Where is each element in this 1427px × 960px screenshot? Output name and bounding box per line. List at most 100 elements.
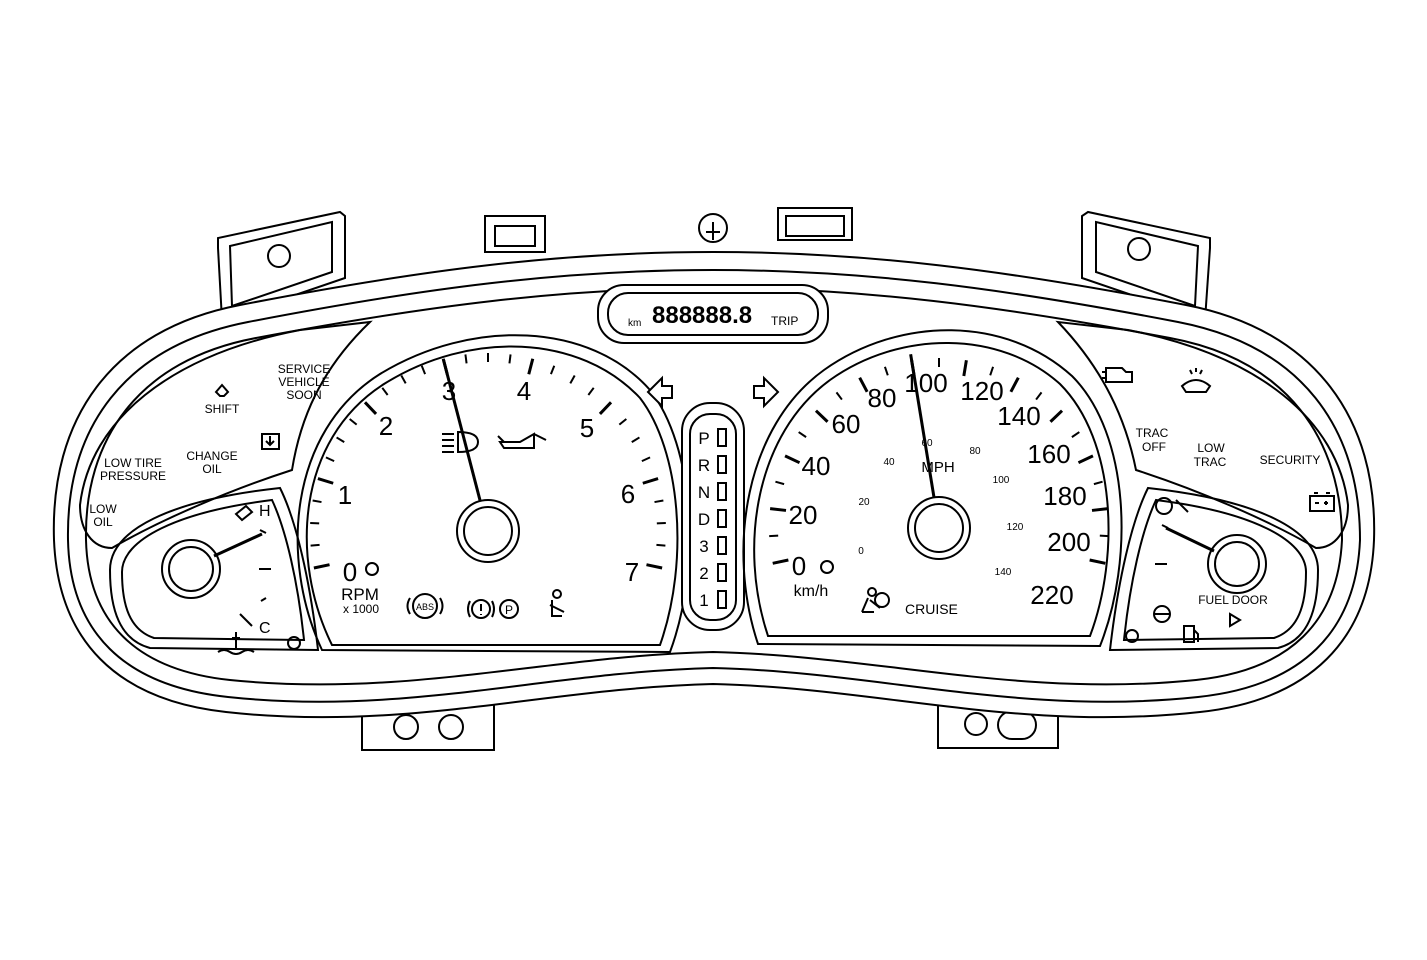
tach-tick bbox=[312, 499, 322, 504]
speed-tick bbox=[1077, 454, 1094, 465]
battery-icon bbox=[1309, 492, 1335, 512]
odometer-unit: km bbox=[628, 318, 641, 329]
tach-tick bbox=[618, 418, 627, 426]
tach-tick bbox=[508, 354, 512, 364]
turn-right-icon bbox=[753, 375, 780, 409]
service-vehicle-line3: SOON bbox=[286, 388, 321, 402]
prndl-letter: 3 bbox=[699, 537, 708, 556]
prndl-indicator-bar bbox=[717, 563, 727, 582]
seatbelt-icon bbox=[549, 589, 565, 617]
tach-tick bbox=[400, 375, 407, 384]
fuel-full-icon bbox=[1155, 497, 1189, 515]
speed-tick bbox=[1049, 409, 1064, 423]
tach-tick bbox=[631, 436, 640, 444]
tach-tick bbox=[317, 477, 334, 485]
speedometer-ticks bbox=[769, 358, 1109, 565]
tach-label-7: 7 bbox=[625, 557, 639, 587]
svg-text:ABS: ABS bbox=[416, 602, 434, 612]
mph-label-100: 100 bbox=[993, 475, 1010, 486]
headlamp-icon bbox=[442, 430, 480, 454]
speed-tick bbox=[1091, 507, 1109, 512]
speed-tick bbox=[769, 507, 787, 512]
prndl-letter: 2 bbox=[699, 564, 708, 583]
prndl-letter: D bbox=[698, 510, 710, 529]
security-label: SECURITY bbox=[1260, 453, 1321, 467]
tach-tick bbox=[313, 563, 330, 570]
prndl-indicator-bar bbox=[717, 455, 727, 474]
mph-unit: MPH bbox=[921, 459, 954, 476]
tach-tick bbox=[646, 563, 663, 570]
prndl-indicator-bar bbox=[717, 509, 727, 528]
coolant-icon bbox=[217, 504, 255, 655]
right-warning-panel: TRAC OFF LOW TRAC SECURITY bbox=[1055, 320, 1350, 550]
speedometer-needle bbox=[909, 354, 936, 499]
left-warning-panel: SERVICE VEHICLE SOON SHIFT CHANGE OIL LO… bbox=[78, 320, 373, 550]
tach-label-1: 1 bbox=[338, 480, 352, 510]
tach-tick bbox=[325, 456, 335, 463]
washer-fluid-icon bbox=[1180, 368, 1212, 393]
kmh-label-0: 0 bbox=[792, 551, 806, 581]
mph-label-40: 40 bbox=[883, 457, 895, 468]
tach-tick bbox=[363, 401, 378, 415]
fuel-pump-icon bbox=[1183, 625, 1199, 643]
tachometer: 0 1 2 3 4 5 6 7 RPM x 1000 ABS P bbox=[296, 334, 691, 654]
brake-icon: P bbox=[467, 599, 519, 619]
trac-off-line2: OFF bbox=[1142, 440, 1166, 454]
tach-label-5: 5 bbox=[580, 413, 594, 443]
odometer-display: km 888888.8 TRIP bbox=[597, 284, 829, 344]
prndl-letter: 1 bbox=[699, 591, 708, 610]
tach-tick bbox=[642, 477, 659, 485]
speed-tick bbox=[814, 409, 829, 423]
prndl-letter: N bbox=[698, 483, 710, 502]
shift-label: SHIFT bbox=[205, 402, 240, 416]
kmh-label-200: 200 bbox=[1047, 527, 1090, 557]
speed-tick bbox=[772, 558, 789, 565]
tach-tick bbox=[598, 401, 613, 415]
change-oil-line1: CHANGE bbox=[186, 449, 237, 463]
kmh-unit: km/h bbox=[794, 583, 829, 600]
kmh-label-120: 120 bbox=[960, 376, 1003, 406]
fuel-door-label: FUEL DOOR bbox=[1198, 593, 1268, 607]
svg-text:P: P bbox=[505, 603, 513, 617]
tach-tick bbox=[381, 387, 389, 396]
rpm-multiplier: x 1000 bbox=[343, 602, 379, 616]
tach-tick bbox=[310, 543, 320, 547]
mph-label-20: 20 bbox=[858, 497, 870, 508]
mph-label-0: 0 bbox=[858, 546, 864, 557]
mounting-brackets bbox=[217, 207, 1211, 751]
low-oil-line1: LOW bbox=[89, 502, 117, 516]
tach-tick bbox=[569, 375, 576, 384]
shift-icon bbox=[214, 383, 230, 397]
speed-tick bbox=[858, 376, 869, 393]
kmh-label-100: 100 bbox=[904, 368, 947, 398]
airbag-icon bbox=[861, 587, 890, 613]
mph-label-120: 120 bbox=[1007, 522, 1024, 533]
rpm-label: RPM bbox=[341, 585, 379, 604]
kmh-label-80: 80 bbox=[868, 383, 897, 413]
prndl-letter: R bbox=[698, 456, 710, 475]
service-vehicle-line2: VEHICLE bbox=[278, 375, 329, 389]
kmh-label-160: 160 bbox=[1027, 439, 1070, 469]
speed-tick bbox=[989, 366, 995, 376]
speed-tick bbox=[1093, 480, 1103, 486]
speed-tick bbox=[962, 359, 968, 377]
abs-icon: ABS bbox=[406, 593, 444, 619]
change-oil-line2: OIL bbox=[202, 462, 222, 476]
tach-tick bbox=[349, 418, 358, 426]
service-vehicle-line1: SERVICE bbox=[278, 362, 330, 376]
temp-cold-label: C bbox=[259, 620, 271, 637]
tach-tick bbox=[464, 354, 468, 364]
low-trac-line1: LOW bbox=[1197, 441, 1225, 455]
fuel-gauge: FUEL DOOR bbox=[1108, 486, 1320, 652]
temp-hot-label: H bbox=[259, 503, 271, 520]
odometer-digits: 888888.8 bbox=[652, 302, 752, 329]
low-tire-line1: LOW TIRE bbox=[104, 456, 162, 470]
low-tire-line2: PRESSURE bbox=[100, 469, 166, 483]
tach-tick bbox=[656, 543, 666, 547]
kmh-label-40: 40 bbox=[802, 451, 831, 481]
low-oil-line2: OIL bbox=[93, 515, 113, 529]
tachometer-ticks bbox=[310, 353, 666, 570]
mph-label-60: 60 bbox=[921, 438, 933, 449]
speed-tick bbox=[1089, 558, 1106, 565]
low-trac-line2: TRAC bbox=[1194, 455, 1227, 469]
